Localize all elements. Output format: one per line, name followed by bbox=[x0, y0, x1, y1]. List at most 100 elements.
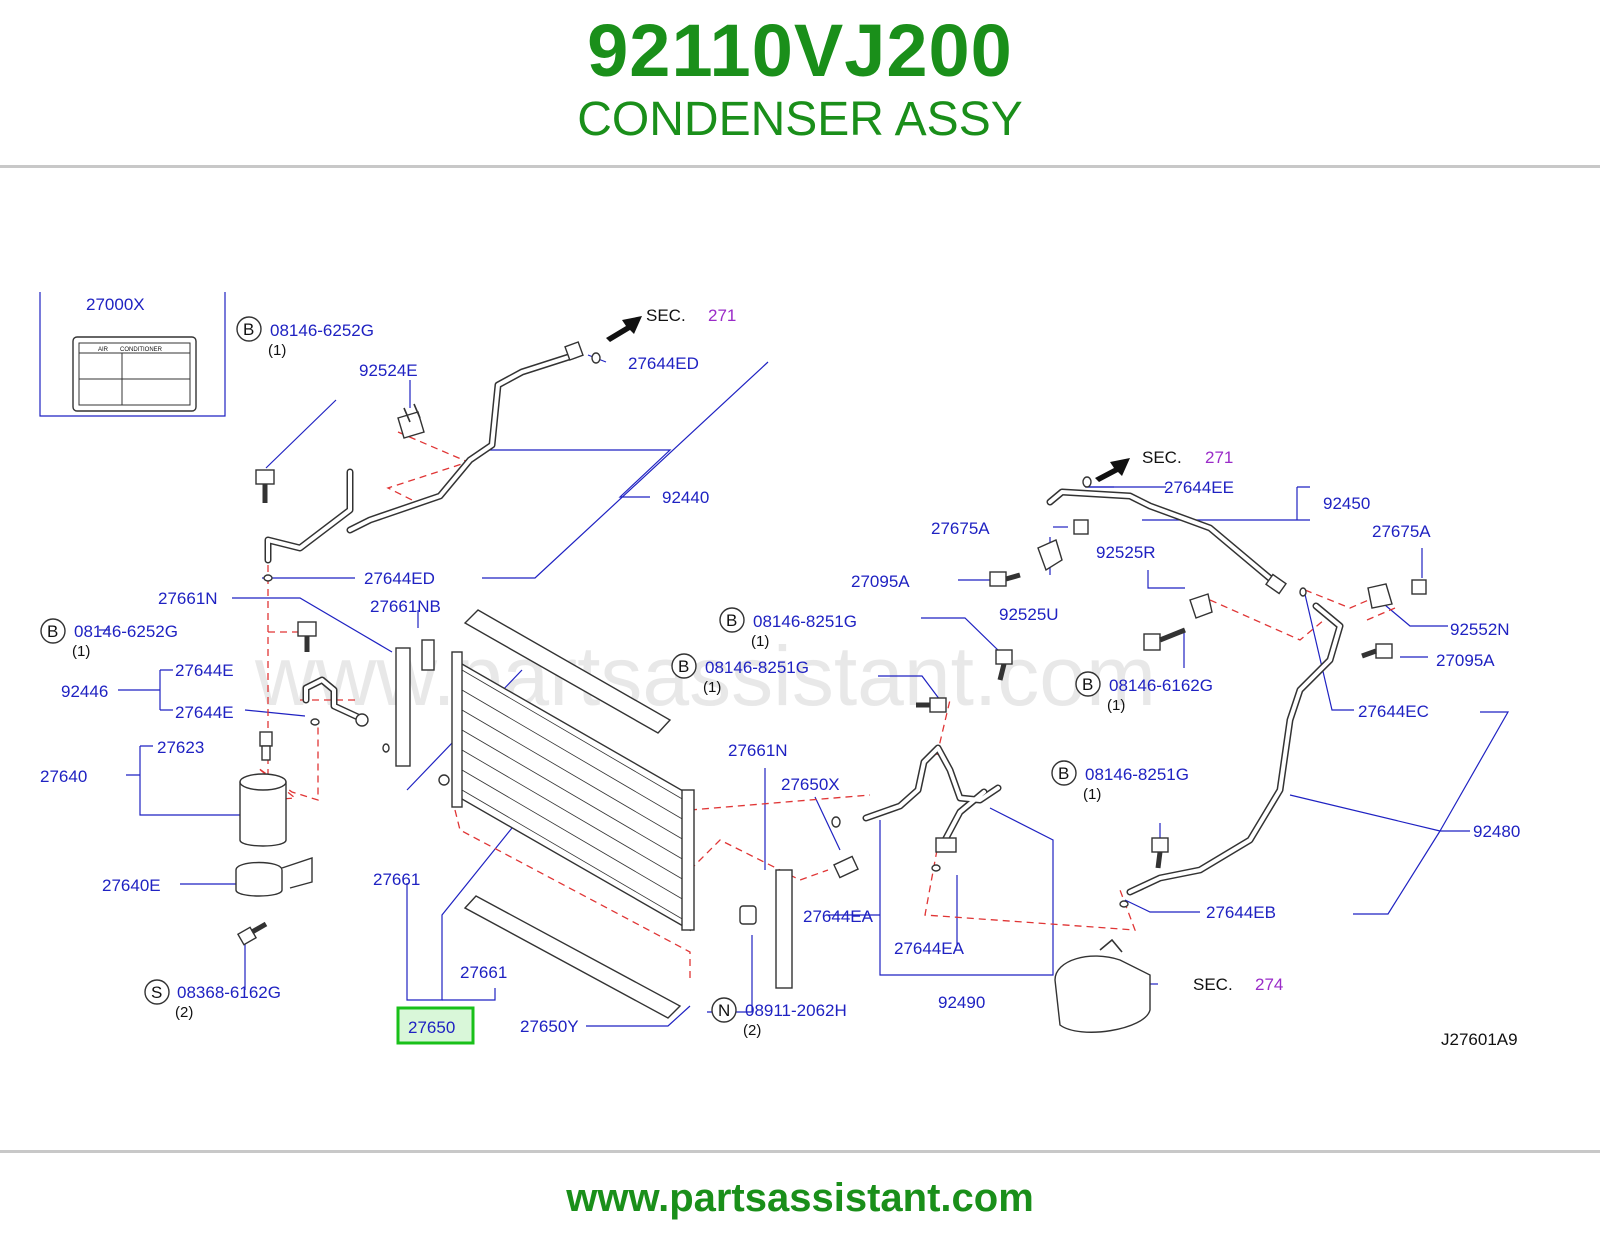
circle-s-1 bbox=[144, 979, 170, 1005]
bracket-92552n bbox=[1367, 583, 1393, 609]
leader-lines bbox=[99, 354, 1510, 1027]
circle-letter-b-1: B bbox=[243, 320, 254, 339]
bracket-92525u bbox=[1037, 539, 1063, 572]
seal-27661-top bbox=[463, 609, 672, 734]
label-27650x[interactable]: 27650X bbox=[781, 775, 840, 794]
footer-url[interactable]: www.partsassistant.com bbox=[566, 1176, 1034, 1220]
label-27095a-b[interactable]: 27095A bbox=[1436, 651, 1495, 670]
label-27623[interactable]: 27623 bbox=[157, 738, 204, 757]
sec-274: SEC. bbox=[1193, 975, 1233, 994]
condenser-27650 bbox=[438, 651, 695, 932]
hose-92480 bbox=[1126, 602, 1344, 896]
label-b1[interactable]: 08146-6252G bbox=[270, 321, 374, 340]
bolt-27095a-right bbox=[1361, 643, 1393, 659]
seal-27650y-bottom bbox=[463, 895, 682, 1019]
circle-letter-b-6: B bbox=[1058, 764, 1069, 783]
label-27640[interactable]: 27640 bbox=[40, 767, 87, 786]
section-arrows bbox=[606, 316, 1130, 482]
label-27644ec[interactable]: 27644EC bbox=[1358, 702, 1429, 721]
label-b3[interactable]: 08146-8251G bbox=[753, 612, 857, 631]
pipe-92446 bbox=[302, 676, 369, 727]
label-92490[interactable]: 92490 bbox=[938, 993, 985, 1012]
label-b5[interactable]: 08146-6162G bbox=[1109, 676, 1213, 695]
label-27095a-a[interactable]: 27095A bbox=[851, 572, 910, 591]
nut-08911-2062h bbox=[739, 905, 757, 925]
clip-92524e bbox=[397, 403, 425, 439]
label-27000x[interactable]: 27000X bbox=[86, 295, 145, 314]
circle-letter-b-5: B bbox=[1082, 675, 1093, 694]
circle-b-3 bbox=[719, 607, 745, 633]
label-92525u[interactable]: 92525U bbox=[999, 605, 1059, 624]
circle-n-1 bbox=[711, 997, 737, 1023]
qty-b5: (1) bbox=[1107, 697, 1125, 714]
label-27644eb[interactable]: 27644EB bbox=[1206, 903, 1276, 922]
label-92446[interactable]: 92446 bbox=[61, 682, 108, 701]
labels: B 08146-6252G (1) 92524E SEC. 271 27644E… bbox=[40, 306, 1520, 1049]
label-b6[interactable]: 08146-8251G bbox=[1085, 765, 1189, 784]
label-27000x-group: 27000X AIR CONDITIONER bbox=[39, 292, 226, 417]
label-n1[interactable]: 08911-2062H bbox=[745, 1001, 847, 1020]
label-92450[interactable]: 92450 bbox=[1323, 494, 1370, 513]
compressor bbox=[1054, 938, 1151, 1033]
bolt-08146-6252g-lower bbox=[297, 621, 317, 652]
sec-271-a-num[interactable]: 271 bbox=[708, 306, 736, 325]
o-rings bbox=[263, 352, 1307, 908]
circle-letter-b-3: B bbox=[726, 611, 737, 630]
bolt-27675a-left bbox=[1073, 519, 1089, 535]
sec-271-b-num[interactable]: 271 bbox=[1205, 448, 1233, 467]
bolt-08146-8251g-right bbox=[1151, 837, 1169, 869]
bracket-27640e bbox=[235, 857, 313, 897]
label-27661-b[interactable]: 27661 bbox=[460, 963, 507, 982]
label-27644ed-b[interactable]: 27644ED bbox=[364, 569, 435, 588]
part-name-subtitle: CONDENSER ASSY bbox=[577, 93, 1023, 146]
hose-92450 bbox=[1046, 488, 1287, 595]
label-92440[interactable]: 92440 bbox=[662, 488, 709, 507]
sec-274-num[interactable]: 274 bbox=[1255, 975, 1283, 994]
seal-27661n-right bbox=[775, 869, 793, 989]
label-s1[interactable]: 08368-6162G bbox=[177, 983, 281, 1002]
label-27644ea-a[interactable]: 27644EA bbox=[803, 907, 874, 926]
label-27644e-a[interactable]: 27644E bbox=[175, 661, 234, 680]
circle-b-2 bbox=[40, 618, 66, 644]
label-92480[interactable]: 92480 bbox=[1473, 822, 1520, 841]
label-27650-highlighted[interactable]: 27650 bbox=[408, 1018, 455, 1037]
circle-b-5 bbox=[1075, 671, 1101, 697]
label-27661n-b[interactable]: 27661N bbox=[728, 741, 788, 760]
label-27644ee[interactable]: 27644EE bbox=[1164, 478, 1234, 497]
label-27644ed-a[interactable]: 27644ED bbox=[628, 354, 699, 373]
circle-letter-s-1: S bbox=[151, 983, 162, 1002]
qty-b1: (1) bbox=[268, 342, 286, 359]
label-27644e-b[interactable]: 27644E bbox=[175, 703, 234, 722]
label-27675a-a[interactable]: 27675A bbox=[931, 519, 990, 538]
label-27640e[interactable]: 27640E bbox=[102, 876, 161, 895]
label-92525r[interactable]: 92525R bbox=[1096, 543, 1156, 562]
bolt-08146-6252g-upper bbox=[255, 469, 275, 503]
label-27650y[interactable]: 27650Y bbox=[520, 1017, 579, 1036]
qty-b4: (1) bbox=[703, 679, 721, 696]
label-92552n[interactable]: 92552N bbox=[1450, 620, 1510, 639]
circle-b-4 bbox=[671, 653, 697, 679]
sec-271-a: SEC. bbox=[646, 306, 686, 325]
top-divider bbox=[0, 165, 1600, 168]
label-27661nb[interactable]: 27661NB bbox=[370, 597, 441, 616]
circle-b-6 bbox=[1051, 760, 1077, 786]
bolt-08368-6162g bbox=[236, 921, 268, 946]
sec-271-b: SEC. bbox=[1142, 448, 1182, 467]
circle-letter-n-1: N bbox=[718, 1001, 730, 1020]
label-27675a-b[interactable]: 27675A bbox=[1372, 522, 1431, 541]
label-27661-a[interactable]: 27661 bbox=[373, 870, 420, 889]
bolt-08146-8251g-upper bbox=[995, 649, 1013, 681]
bolt-27675a-right bbox=[1411, 579, 1427, 595]
label-27661n-a[interactable]: 27661N bbox=[158, 589, 218, 608]
label-b2[interactable]: 08146-6252G bbox=[74, 622, 178, 641]
qty-b6: (1) bbox=[1083, 786, 1101, 803]
label-b4[interactable]: 08146-8251G bbox=[705, 658, 809, 677]
label-92524e[interactable]: 92524E bbox=[359, 361, 418, 380]
qty-s1: (2) bbox=[175, 1004, 193, 1021]
part-number-title: 92110VJ200 bbox=[587, 9, 1013, 92]
bolt-27095a-left bbox=[989, 571, 1021, 587]
label-27644ea-b[interactable]: 27644EA bbox=[894, 939, 965, 958]
bottom-divider bbox=[0, 1150, 1600, 1153]
highlight-box bbox=[396, 1006, 475, 1045]
qty-n1: (2) bbox=[743, 1022, 761, 1039]
